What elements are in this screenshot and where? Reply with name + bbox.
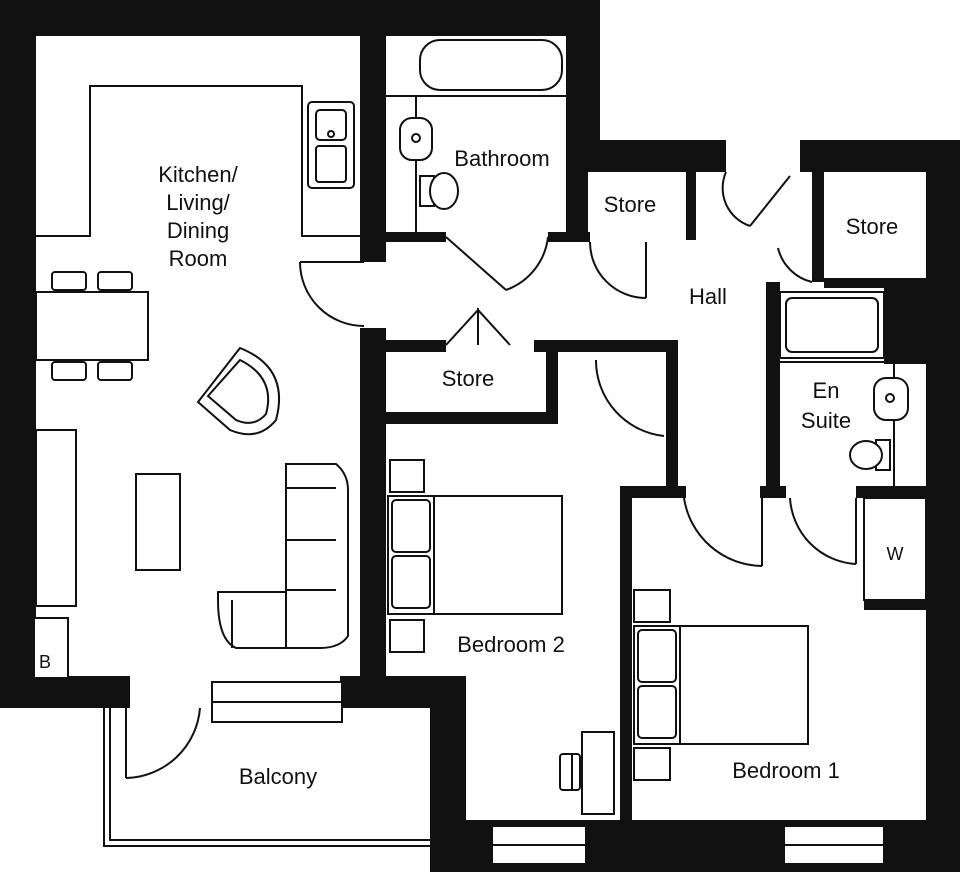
bedroom1-furniture: [633, 497, 927, 781]
balcony: [103, 707, 430, 847]
kitchen-label-3: Dining: [167, 218, 229, 243]
ensuite-label-1: En: [813, 378, 840, 403]
store-right-label: Store: [846, 214, 899, 239]
wardrobe-label: W: [887, 544, 904, 564]
windows: [211, 681, 885, 865]
store-mid-label: Store: [442, 366, 495, 391]
bedroom1-label: Bedroom 1: [732, 758, 840, 783]
doors: [299, 171, 857, 567]
ensuite-fixtures: [779, 291, 926, 486]
kitchen-label-1: Kitchen/: [158, 162, 238, 187]
ensuite-label-2: Suite: [801, 408, 851, 433]
kitchen-label-2: Living/: [166, 190, 230, 215]
hall-label: Hall: [689, 284, 727, 309]
kitchen-label-4: Room: [169, 246, 228, 271]
kitchen-area: [33, 85, 360, 679]
bathroom-fixtures: [386, 39, 566, 232]
bedroom2-label: Bedroom 2: [457, 632, 565, 657]
store-top-label: Store: [604, 192, 657, 217]
bedroom2-furniture: [387, 459, 615, 815]
balcony-label: Balcony: [239, 764, 317, 789]
boiler-label: B: [39, 652, 51, 672]
bathroom-label: Bathroom: [454, 146, 549, 171]
